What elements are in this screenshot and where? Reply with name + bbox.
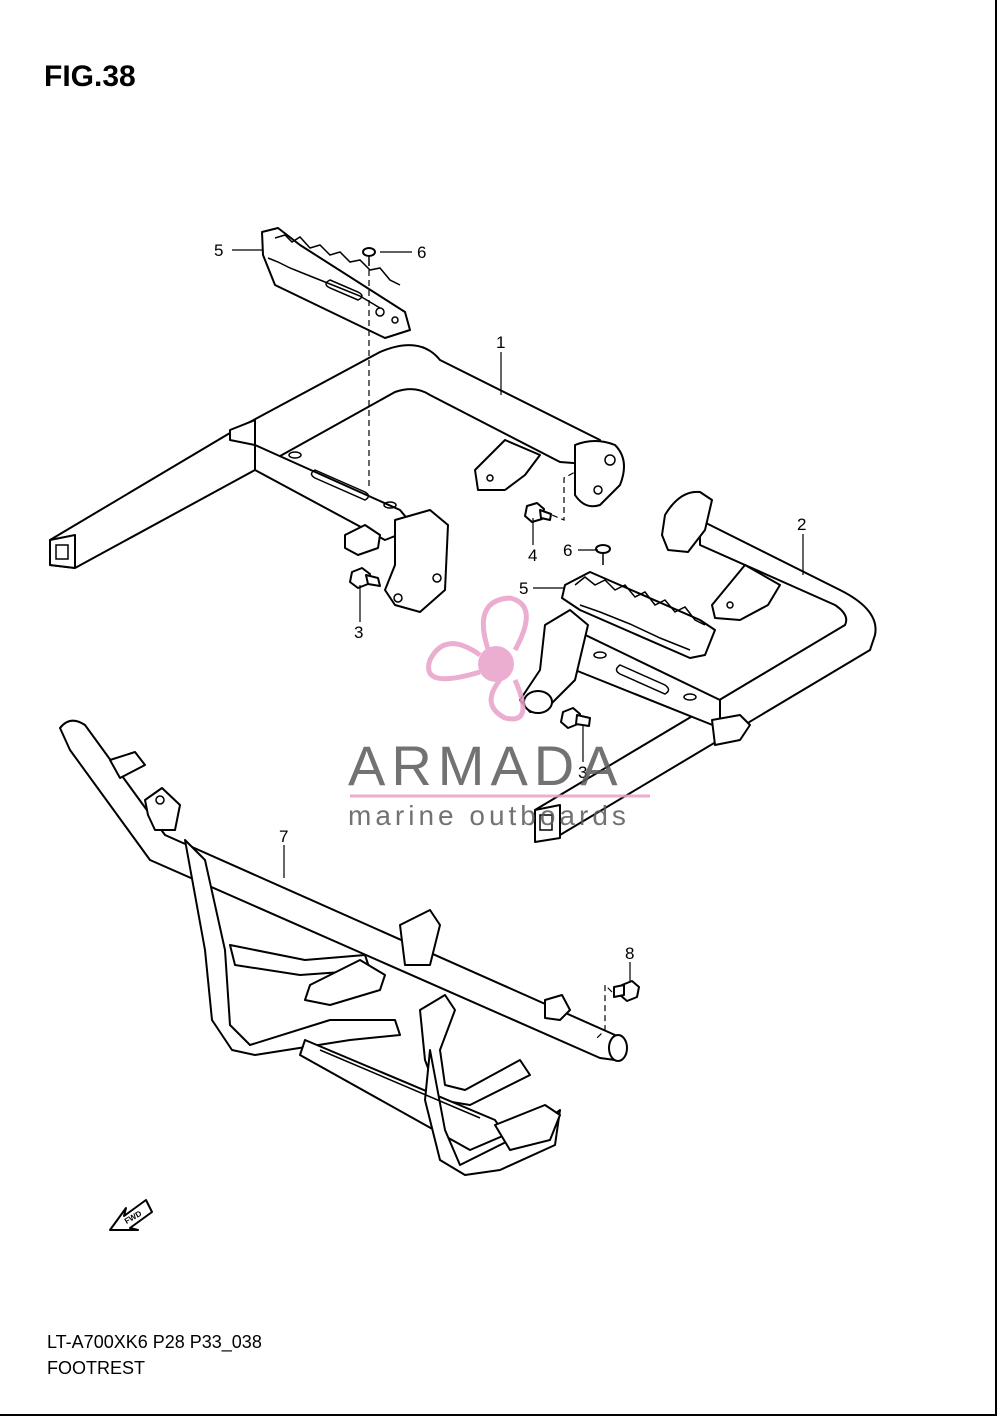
assembly-line-bolt-4	[551, 471, 576, 521]
leader-lines	[232, 249, 804, 982]
screw-top	[362, 247, 376, 266]
fwd-arrow-icon: FWD	[109, 1199, 153, 1231]
figure-title: FIG.38	[44, 60, 136, 93]
guard-frame	[59, 719, 628, 1176]
footrest-bracket-left	[49, 344, 625, 613]
bolt-8	[613, 980, 640, 1002]
footrest-bracket-right	[519, 490, 877, 843]
callout-8: 8	[625, 944, 634, 963]
watermark: ARMADA marine outboards	[348, 595, 650, 831]
callout-6-top: 6	[417, 243, 426, 262]
footrest-plate-left	[261, 227, 411, 339]
callout-4: 4	[528, 546, 537, 565]
watermark-brand: ARMADA	[348, 734, 624, 797]
callout-5-top: 5	[214, 241, 223, 260]
section-name: FOOTREST	[47, 1358, 145, 1378]
callout-2: 2	[797, 515, 806, 534]
callout-5-right: 5	[519, 579, 528, 598]
callout-6-middle: 6	[563, 541, 572, 560]
callout-3-right: 3	[578, 763, 587, 782]
callout-3-left: 3	[354, 623, 363, 642]
bolt-4	[524, 502, 552, 523]
screw-middle	[595, 544, 611, 565]
bolt-right	[560, 707, 591, 729]
propeller-icon	[426, 595, 529, 722]
assembly-line-bolt-8	[594, 983, 613, 1041]
watermark-tagline: marine outboards	[348, 800, 630, 831]
callout-1: 1	[496, 333, 505, 352]
callout-7: 7	[279, 827, 288, 846]
bolt-left	[349, 567, 381, 589]
model-code: LT-A700XK6 P28 P33_038	[47, 1332, 262, 1352]
footrest-plate-right	[561, 571, 716, 659]
